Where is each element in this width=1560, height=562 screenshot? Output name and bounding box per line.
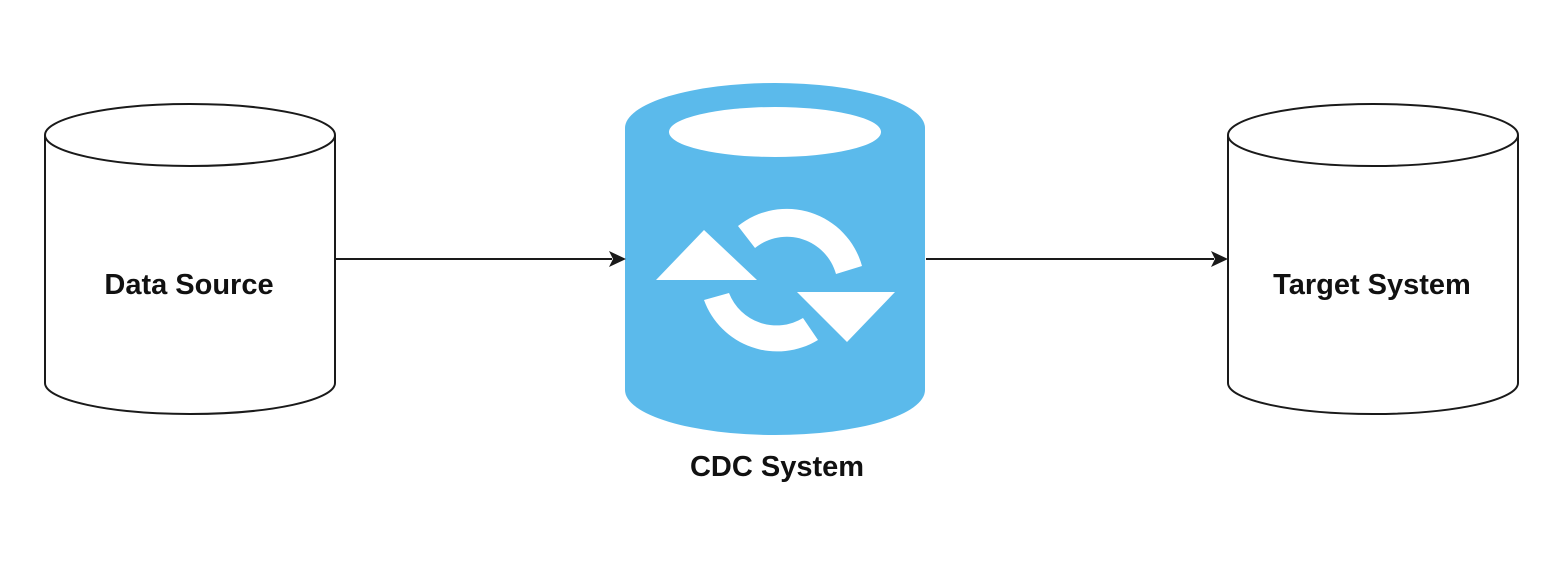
cdc-system-node: CDC System (625, 83, 925, 483)
data-source-node: Data Source (44, 103, 336, 415)
cdc-cylinder-top-ring (669, 107, 881, 157)
target-system-label: Target System (1273, 269, 1471, 301)
target-system-node: Target System (1227, 103, 1519, 415)
data-source-cylinder-body (44, 135, 336, 415)
data-source-label: Data Source (104, 269, 273, 301)
edge-cdc-to-target-arrowhead (1211, 251, 1228, 267)
cdc-system-label: CDC System (690, 451, 864, 483)
sync-icon-arrow-up (656, 230, 757, 280)
sync-icon-arrow-down (797, 292, 895, 342)
edge-cdc-to-target (926, 251, 1228, 267)
data-source-cylinder-top (44, 103, 336, 167)
edge-source-to-cdc (336, 251, 626, 267)
sync-icon-arc-upper (738, 208, 862, 274)
target-system-cylinder-top (1227, 103, 1519, 167)
edge-source-to-cdc-arrowhead (609, 251, 626, 267)
cdc-cylinder-body (625, 83, 925, 435)
sync-icon-arc-lower (704, 293, 818, 352)
target-system-cylinder-body (1227, 135, 1519, 415)
sync-icon (656, 208, 895, 352)
